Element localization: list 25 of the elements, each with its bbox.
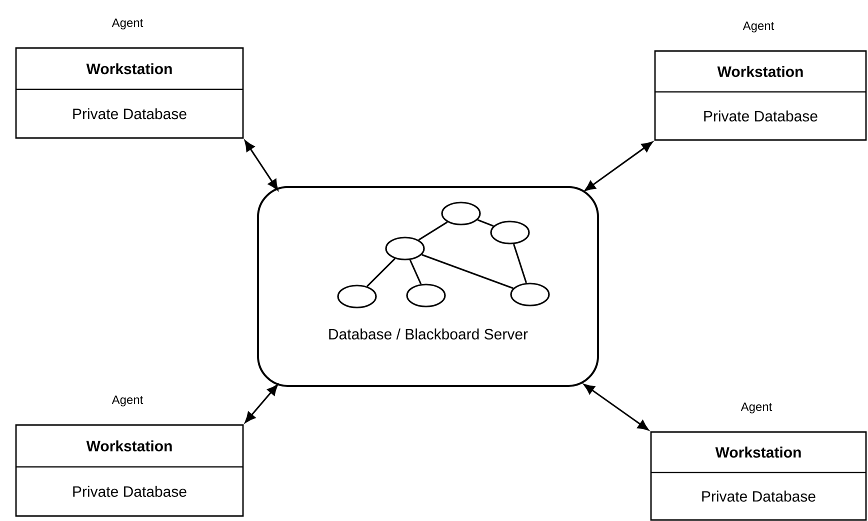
tree-node — [406, 284, 446, 308]
agent-label: Agent — [742, 22, 774, 32]
tree-node — [337, 284, 377, 308]
tree-node — [490, 220, 530, 244]
tree-node — [385, 236, 425, 260]
tree-line — [366, 258, 396, 287]
agent-label: Agent — [112, 396, 144, 406]
arrow — [584, 384, 649, 430]
workstation-box: Workstation Private Database — [15, 424, 244, 517]
tree-line — [418, 221, 448, 241]
workstation-box: Workstation Private Database — [15, 47, 244, 139]
workstation-box: Workstation Private Database — [650, 431, 867, 521]
tree-line — [409, 260, 422, 284]
arrow — [584, 142, 653, 192]
tree-line — [422, 254, 514, 290]
server-box: Database / Blackboard Server — [257, 186, 599, 387]
tree-node — [441, 202, 481, 226]
arrow — [244, 140, 278, 190]
tree-line — [512, 244, 528, 284]
workstation-box: Workstation Private Database — [654, 50, 867, 141]
agent-label: Agent — [740, 402, 772, 414]
tree-node — [510, 282, 550, 306]
tree-line — [477, 219, 494, 227]
arrow — [244, 384, 278, 423]
agent-label: Agent — [112, 18, 144, 30]
